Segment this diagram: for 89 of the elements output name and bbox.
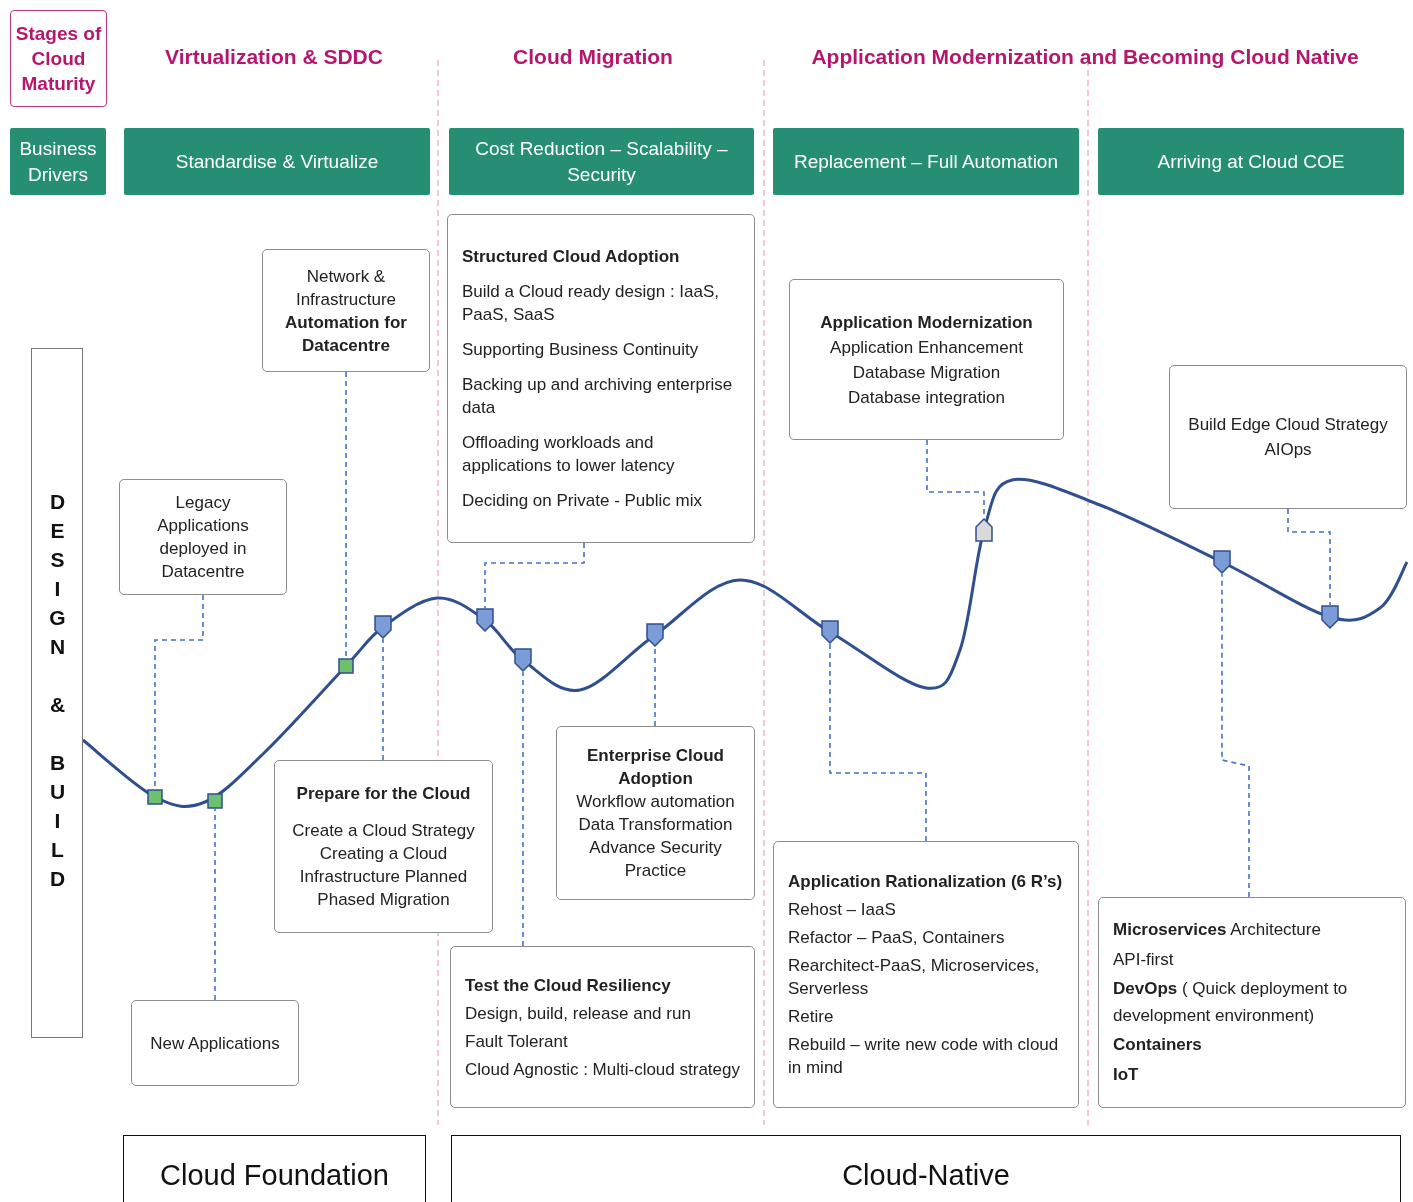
box-text: Retire: [788, 1006, 834, 1028]
driver-banner: [449, 128, 754, 195]
callout-box: [119, 479, 287, 595]
pentagon-marker: [374, 615, 392, 639]
box-heading: Test the Cloud Resiliency: [465, 974, 671, 997]
box-text: Legacy Applications deployed in Datacentre: [156, 492, 250, 583]
box-text: AIOps: [1264, 439, 1312, 461]
leader-line: [654, 646, 656, 727]
box-heading: Application Rationalization (6 R’s): [788, 871, 1063, 893]
box-text: Deciding on Private - Public mix: [462, 490, 702, 512]
box-text: Advance Security Practice: [588, 837, 723, 882]
box-text: Design, build, release and run: [465, 1002, 691, 1025]
callout-box: [1169, 365, 1407, 509]
stage-heading: Cloud Migration: [513, 45, 673, 69]
pentagon-marker: [821, 620, 839, 644]
stage-heading: Virtualization & SDDC: [165, 45, 383, 69]
leader-line: [1221, 573, 1250, 898]
box-text: Backing up and archiving enterprise data: [462, 374, 734, 419]
box-text: Refactor – PaaS, Containers: [788, 927, 1005, 949]
box-heading: Structured Cloud Adoption: [462, 246, 680, 268]
pentagon-marker: [1321, 605, 1339, 629]
callout-box: [274, 760, 493, 933]
box-text: Fault Tolerant: [465, 1030, 568, 1053]
callout-box: [556, 726, 755, 900]
square-marker: [338, 658, 354, 674]
box-text: Offloading workloads and applications to lower latency: [462, 432, 676, 477]
box-text: Microservices Architecture: [1113, 919, 1321, 941]
leader-line: [484, 542, 585, 609]
phase-label: Cloud Foundation: [160, 1159, 389, 1192]
pentagon-marker: [476, 608, 494, 632]
driver-banner: [773, 128, 1079, 195]
banner-text: Standardise & Virtualize: [175, 149, 379, 174]
leader-line: [214, 808, 216, 1001]
box-text: Create a Cloud Strategy Creating a Cloud Infrastructure Planned Phased Migration: [291, 820, 476, 911]
banner-text: Business Drivers: [18, 136, 98, 187]
driver-banner: [124, 128, 430, 195]
phase-box: [123, 1135, 426, 1202]
pentagon-marker: [514, 648, 532, 672]
box-text: Build Edge Cloud Strategy: [1188, 414, 1388, 436]
stage-title-box: [10, 10, 107, 107]
pentagon-marker: [1213, 550, 1231, 574]
square-marker: [207, 793, 223, 809]
callout-box: [447, 214, 755, 543]
box-text: New Applications: [150, 1032, 280, 1055]
box-text: Data Transformation: [578, 814, 733, 836]
vertical-band: [31, 348, 83, 1038]
box-heading: Application Modernization: [820, 311, 1033, 334]
callout-box: [131, 1000, 299, 1086]
pentagon-marker: [975, 518, 993, 542]
box-text: API-first: [1113, 948, 1174, 971]
box-heading: Enterprise Cloud Adoption: [586, 745, 725, 790]
band-label: DESIGN & BUILD: [45, 490, 69, 896]
leader-line: [522, 671, 524, 947]
box-text: Network & Infrastructure: [294, 265, 398, 311]
square-marker: [147, 789, 163, 805]
banner-text: Arriving at Cloud COE: [1157, 149, 1345, 174]
callout-box: [262, 249, 430, 372]
callout-box: [1098, 897, 1406, 1108]
box-text: Workflow automation: [576, 791, 735, 813]
box-text: Build a Cloud ready design : IaaS, PaaS, SaaS: [462, 281, 721, 326]
leader-line: [829, 643, 927, 842]
box-text: Application Enhancement: [830, 336, 1023, 359]
phase-box: [451, 1135, 1401, 1202]
driver-banner: [1098, 128, 1404, 195]
box-text: Rebuild – write new code with cloud in mind: [788, 1034, 1060, 1079]
banner-text: Cost Reduction – Scalability – Security: [474, 136, 729, 187]
banner-text: Stages of Cloud Maturity: [14, 22, 103, 96]
callout-box: [450, 946, 755, 1108]
box-text: IoT: [1113, 1063, 1139, 1086]
box-text: Automation for Datacentre: [284, 311, 408, 357]
box-text: Database integration: [848, 386, 1005, 409]
box-text: DevOps ( Quick deployment to development environment): [1113, 978, 1349, 1027]
leader-line: [345, 371, 347, 659]
callout-box: [789, 279, 1064, 440]
box-text: Containers: [1113, 1034, 1202, 1056]
phase-label: Cloud-Native: [842, 1159, 1010, 1192]
stage-heading: Application Modernization and Becoming Cloud Native: [811, 45, 1359, 69]
callout-box: [773, 841, 1079, 1108]
pentagon-marker: [646, 623, 664, 647]
box-text: Rearchitect-PaaS, Microservices, Serverless: [788, 955, 1041, 1000]
leader-line: [1287, 508, 1331, 606]
box-text: Cloud Agnostic : Multi-cloud strategy: [465, 1058, 740, 1081]
box-heading: Prepare for the Cloud: [296, 783, 471, 805]
box-text: Rehost – IaaS: [788, 899, 896, 921]
driver-banner: [10, 128, 106, 195]
leader-line: [382, 638, 384, 761]
banner-text: Replacement – Full Automation: [793, 149, 1058, 174]
box-text: Database Migration: [852, 361, 1001, 384]
box-text: Supporting Business Continuity: [462, 339, 699, 361]
